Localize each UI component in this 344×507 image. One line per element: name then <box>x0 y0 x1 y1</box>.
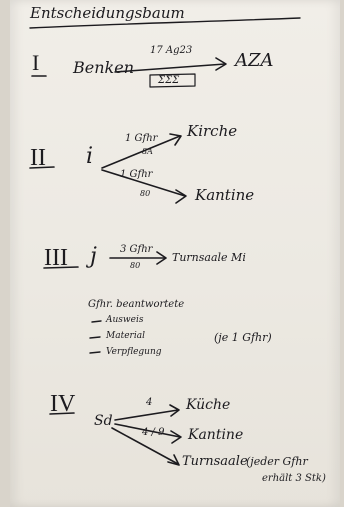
list-item-section-3: Material <box>106 331 145 341</box>
result-section-4-bottom: Turnsaale <box>182 454 248 469</box>
note-section-4-line2: erhält 3 Stk) <box>262 473 326 484</box>
branch-label-section-2-upper: 1 Gfhr <box>125 133 158 144</box>
result-section-2-upper: Kirche <box>187 122 238 140</box>
list-item-section-3: Verpflegung <box>106 347 162 357</box>
start-label-section-1: Benken <box>73 58 134 77</box>
result-section-4-middle: Kantine <box>188 427 244 443</box>
result-section-3: Turnsaale Mi <box>172 251 246 264</box>
note-section-4-line1: (jeder Gfhr <box>246 455 308 468</box>
numeral-section-2: II <box>30 145 46 171</box>
numeral-section-4: IV <box>50 391 76 417</box>
arrow-sublabel-section-3: 80 <box>130 261 141 270</box>
branch-label-section-4-middle: 4 / 9 <box>142 427 165 438</box>
result-section-2-lower: Kantine <box>195 186 255 204</box>
branch-label-section-4-top: 4 <box>146 397 153 408</box>
result-section-4-top: Küche <box>186 397 231 413</box>
branch-sublabel-section-2-upper: 8A <box>142 147 153 156</box>
branch-sublabel-section-2-lower: 80 <box>140 189 151 198</box>
branch-label-section-2-lower: 1 Gfhr <box>120 169 153 180</box>
numeral-section-3: III <box>44 245 68 271</box>
page-title: Entscheidungsbaum <box>30 4 185 22</box>
start-label-section-3: j <box>90 244 97 269</box>
result-section-1: AZA <box>235 50 274 71</box>
numeral-section-1: I <box>32 50 40 75</box>
arrow-sublabel-section-1: ΣΣΣ <box>158 75 180 86</box>
subtitle-section-3: Gfhr. beantwortete <box>88 299 185 310</box>
start-label-section-4: Sd <box>94 413 113 429</box>
list-item-section-3: Ausweis <box>106 315 144 325</box>
start-label-section-2: i <box>86 144 94 169</box>
arrow-label-section-1: 17 Ag23 <box>150 45 193 56</box>
arrow-label-section-3: 3 Gfhr <box>120 244 153 255</box>
note-section-3: (je 1 Gfhr) <box>214 331 272 344</box>
